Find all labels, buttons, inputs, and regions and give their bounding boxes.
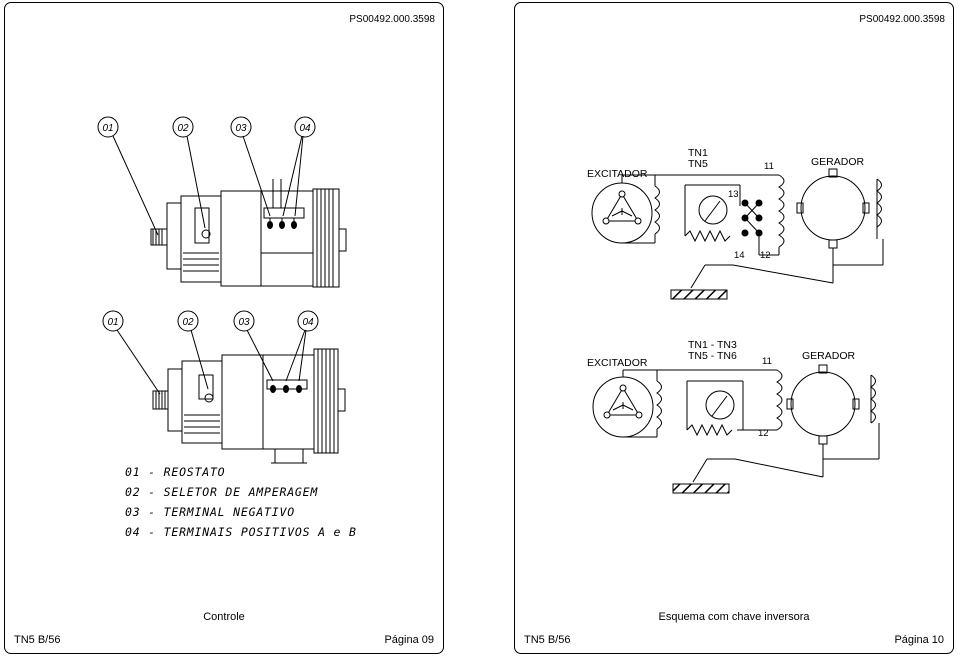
connection-label-1: TN1 - TN3	[688, 339, 737, 351]
exciter-label: EXCITADOR	[587, 168, 648, 180]
callout-bottom-03: 03	[238, 317, 250, 328]
legend-item: 01 - REOSTATO	[125, 465, 226, 479]
footer-model: TN5 B/56	[524, 634, 571, 646]
legend-item: 03 - TERMINAL NEGATIVO	[125, 505, 295, 519]
terminal-13: 13	[728, 189, 739, 200]
callout-top-04: 04	[299, 123, 311, 134]
connection-label-2: TN5 - TN6	[688, 350, 737, 362]
footer-page-number: Página 09	[384, 634, 434, 646]
page-caption: Controle	[203, 611, 245, 623]
page-10: PS00492.000.3598	[514, 2, 954, 654]
alternator-drawing-bottom	[102, 310, 346, 464]
alternator-drawing-top	[97, 116, 347, 288]
generator-label: GERADOR	[802, 350, 856, 362]
battery-bar	[670, 289, 728, 300]
document-code: PS00492.000.3598	[859, 14, 945, 25]
callout-bottom-04: 04	[302, 317, 314, 328]
callout-bottom-01: 01	[107, 317, 118, 328]
connection-label-1: TN1	[688, 147, 708, 159]
generator-label: GERADOR	[811, 156, 865, 168]
battery-bar	[672, 483, 730, 494]
alternator-drawings: 01 02 03 04 01 02 03 04	[97, 116, 347, 464]
terminal-14: 14	[734, 250, 745, 261]
schematic-inverter-switch	[591, 168, 884, 289]
document-code: PS00492.000.3598	[349, 14, 435, 25]
footer-model: TN5 B/56	[14, 634, 61, 646]
callout-bottom-02: 02	[182, 317, 194, 328]
footer-page-number: Página 10	[894, 634, 944, 646]
legend: 01 - REOSTATO 02 - SELETOR DE AMPERAGEM …	[125, 462, 357, 542]
callout-top-01: 01	[102, 123, 113, 134]
callout-top-03: 03	[235, 123, 247, 134]
wiring-diagrams: EXCITADOR TN1 TN5 GERADOR 11 13 14 12	[587, 147, 884, 494]
legend-item: 02 - SELETOR DE AMPERAGEM	[125, 485, 319, 499]
legend-item: 04 - TERMINAIS POSITIVOS A e B	[125, 525, 357, 539]
terminal-11: 11	[762, 356, 772, 367]
terminal-11: 11	[764, 161, 774, 172]
terminal-12: 12	[758, 428, 769, 439]
page-caption: Esquema com chave inversora	[658, 611, 810, 623]
page-09: PS00492.000.3598	[4, 2, 444, 654]
connection-label-2: TN5	[688, 158, 708, 170]
schematic-direct	[592, 364, 880, 483]
exciter-label: EXCITADOR	[587, 357, 648, 369]
terminal-12: 12	[760, 250, 771, 261]
callout-top-02: 02	[177, 123, 189, 134]
